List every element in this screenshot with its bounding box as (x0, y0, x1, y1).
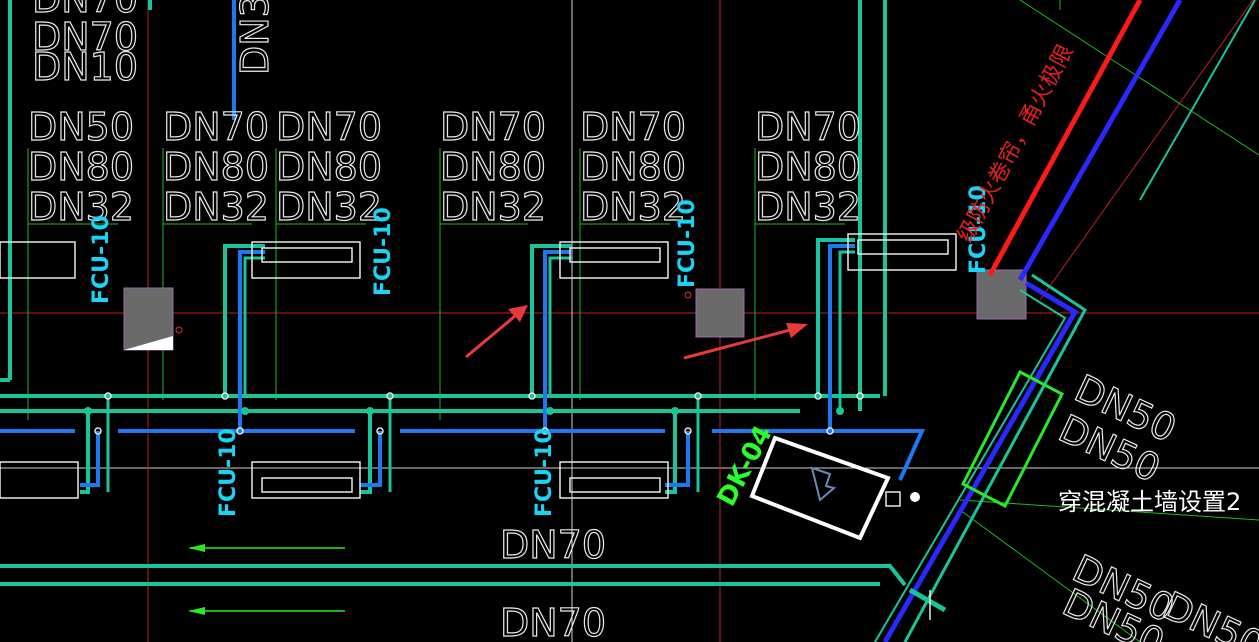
dn-label-top: DN70 (32, 15, 138, 59)
dn-label: DN70 (755, 105, 861, 149)
dn-label-diagonal: DN50 (1156, 583, 1259, 642)
fcu-label: FCU-10 (966, 185, 991, 274)
dn-label: DN32 (580, 185, 686, 229)
fcu-unit[interactable] (559, 461, 669, 499)
dn-label: DN32 (755, 185, 861, 229)
red-pipe (987, 0, 1143, 277)
tee-fills (84, 407, 844, 415)
dn-label: DN70 (440, 105, 546, 149)
dn-label: DN70 (580, 105, 686, 149)
dn-group: DN70 DN80 DN32 (754, 104, 861, 229)
fcu-labels: FCU-10 FCU-10 FCU-10 FCU-10 FCU-10 FCU-1… (89, 185, 991, 517)
dn-label: DN32 (440, 185, 546, 229)
dn-label-vertical: DN32 (233, 0, 277, 75)
dn-group: DN70 DN80 DN32 (275, 104, 382, 229)
fcu-label: FCU-10 (216, 428, 241, 517)
dn-label-top: DN70 (32, 0, 138, 21)
dn-label: DN32 (28, 185, 134, 229)
grid-line-red (1039, 0, 1254, 301)
leader-lines (27, 0, 1259, 642)
diffuser-square[interactable] (976, 269, 1027, 320)
dk-04-box[interactable] (749, 435, 891, 541)
dn-group: DN70 DN80 DN32 (162, 104, 269, 229)
annotation-arrows (465, 305, 808, 360)
dk-04-unit[interactable] (749, 435, 920, 541)
fcu-unit[interactable] (847, 233, 957, 271)
main-supply-pipes (0, 0, 907, 587)
dn-label: DN80 (163, 145, 269, 189)
fcu-unit[interactable] (559, 241, 669, 279)
fcu-unit[interactable] (251, 241, 361, 279)
dn-label: DN70 (163, 105, 269, 149)
fcu-unit[interactable] (0, 461, 79, 499)
wall-sleeve[interactable] (960, 369, 1065, 509)
fcu-unit[interactable] (0, 241, 76, 279)
main-pipe-label: DN70 (500, 523, 606, 567)
dn-group: DN70 DN80 DN32 (439, 104, 546, 229)
dn-label: DN80 (580, 145, 686, 189)
dn-label: DN32 (276, 185, 382, 229)
dk-04-label: DK-04 (712, 421, 779, 511)
flow-arrows (188, 544, 345, 615)
top-partial-labels: DN70 DN70 DN10 DN32 (31, 0, 277, 90)
dn-label: DN80 (440, 145, 546, 189)
arrow-down-icon (810, 466, 837, 502)
dn-group: DN50 DN80 DN32 (27, 104, 134, 229)
arrow-annotation (683, 328, 791, 360)
main-pipe-label: DN70 (500, 601, 606, 642)
dn-group: DN70 DN80 DN32 (579, 104, 686, 229)
blue-pipe (1017, 0, 1183, 282)
fcu-label: FCU-10 (371, 207, 396, 296)
dn-label-top: DN10 (32, 45, 138, 89)
air-diffusers[interactable] (123, 269, 1027, 351)
dn-label: DN80 (276, 145, 382, 189)
fcu-label: FCU-10 (89, 215, 114, 304)
dn-label: DN70 (276, 105, 382, 149)
fcu-label: FCU-10 (532, 428, 557, 517)
dn-label: DN80 (755, 145, 861, 189)
dn-label: DN80 (28, 145, 134, 189)
arrow-annotation (465, 314, 516, 359)
fire-lines (987, 0, 1256, 282)
fan-coil-units[interactable] (0, 233, 957, 499)
dn-label: DN32 (163, 185, 269, 229)
branch-pipes (80, 238, 855, 494)
fcu-label: FCU-10 (675, 199, 700, 288)
pipe-joints (94, 392, 864, 435)
main-return-pipe (0, 0, 926, 481)
diffuser-square (124, 336, 173, 350)
dn-label: DN50 (28, 105, 134, 149)
diagonal-trunk (874, 273, 1087, 642)
diffuser-square[interactable] (695, 288, 745, 338)
fcu-unit[interactable] (251, 461, 361, 499)
wall-penetration-note: 穿混凝土墙设置2 (1058, 488, 1241, 516)
